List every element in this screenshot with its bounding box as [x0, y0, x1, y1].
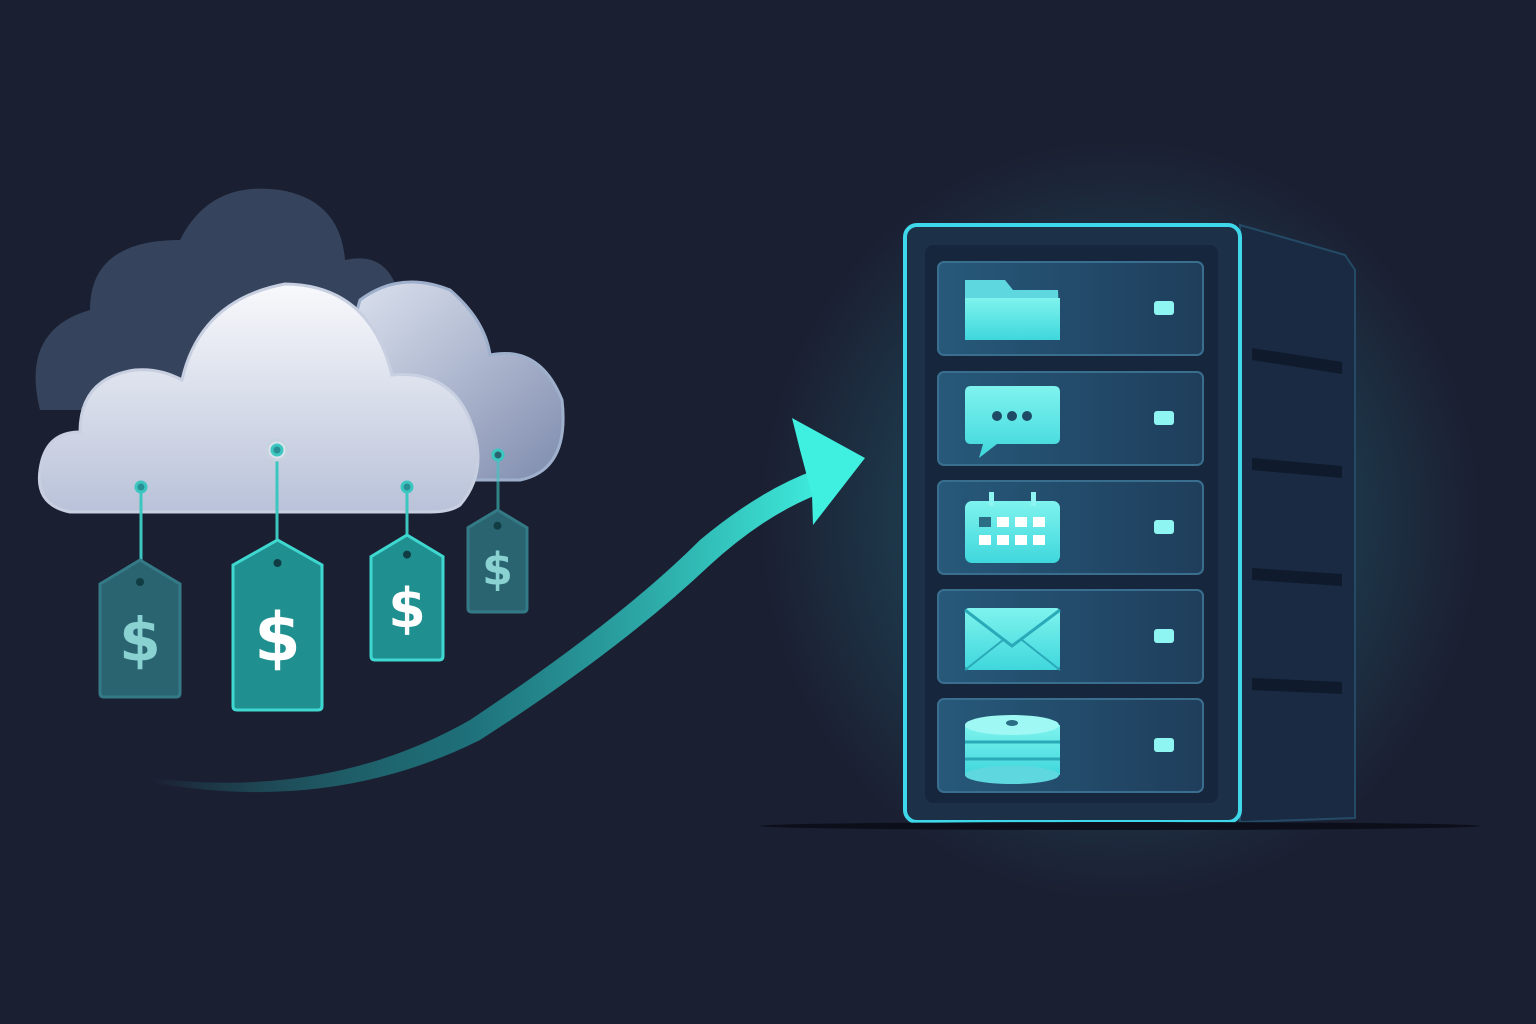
price-tag: $ [98, 558, 182, 699]
ground-shadow [760, 822, 1480, 830]
chat-bubble-icon [965, 386, 1060, 458]
status-led [1154, 629, 1174, 643]
status-led [1154, 738, 1174, 752]
server-side [1239, 223, 1356, 824]
server-rack [903, 223, 1356, 824]
database-icon [965, 715, 1060, 784]
growth-arrow [150, 418, 865, 793]
tag-strings [134, 438, 505, 576]
server-slot [937, 371, 1204, 466]
folder-icon [965, 280, 1060, 340]
status-led [1154, 301, 1174, 315]
server-slot [937, 480, 1204, 575]
mail-icon [964, 608, 1061, 671]
server-vents [1252, 348, 1342, 694]
dollar-sign: $ [482, 544, 513, 595]
status-led [1154, 411, 1174, 425]
dollar-sign: $ [254, 599, 300, 677]
server-slot [937, 589, 1204, 684]
dollar-sign: $ [388, 577, 426, 640]
server-slot [937, 261, 1204, 356]
server-slot [937, 698, 1204, 793]
price-tag: $ [231, 538, 324, 712]
price-tag: $ [369, 533, 445, 662]
calendar-icon [965, 492, 1060, 563]
status-led [1154, 520, 1174, 534]
arrow-head [792, 418, 865, 525]
price-tag: $ [466, 508, 529, 614]
dollar-sign: $ [119, 606, 161, 676]
cloud-front [37, 282, 480, 514]
